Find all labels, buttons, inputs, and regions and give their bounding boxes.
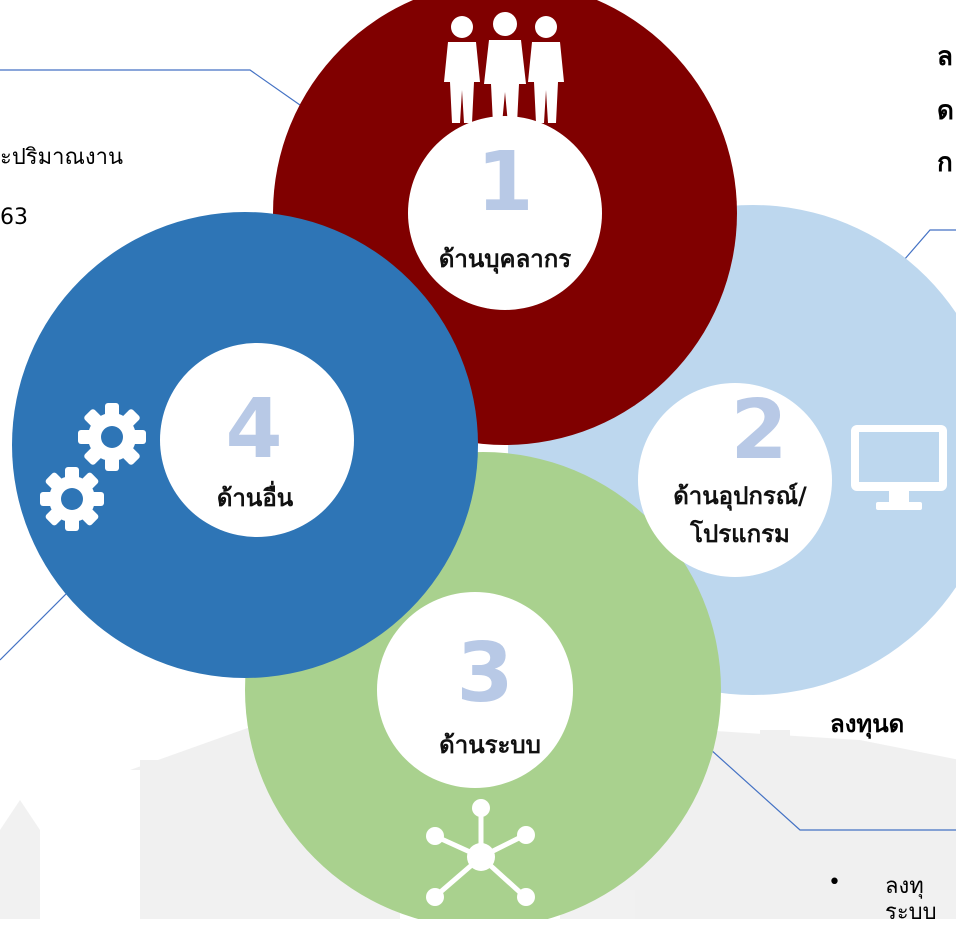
top-right-text-line2: ด (937, 96, 954, 126)
network-icon (426, 799, 535, 906)
segment-2-label-line2: โปรแกรม (690, 520, 790, 548)
segment-1-number: 1 (476, 135, 534, 230)
segment-3-number: 3 (456, 626, 514, 721)
top-right-text-line3: ก (937, 148, 953, 178)
people-icon (444, 12, 564, 124)
segment-2-number: 2 (730, 383, 788, 478)
right-heading: ลงทุนด (830, 710, 905, 738)
segment-2-label-line1: ด้านอุปกรณ์/ (673, 482, 807, 510)
segment-3-center (377, 592, 573, 788)
monitor-icon (851, 425, 947, 510)
top-left-text-line2: 63 (0, 205, 28, 230)
bullet-text-line1: ลงทุ (885, 874, 924, 899)
top-left-text-line1: ะปริมาณงาน (0, 145, 123, 170)
segment-2-center (638, 383, 832, 577)
bullet-dot: • (828, 870, 841, 895)
segment-1-label: ด้านบุคลากร (438, 245, 572, 273)
segment-1-center (408, 116, 602, 310)
connector-top-left (0, 69, 311, 113)
connector-bottom-right (699, 739, 956, 831)
segment-4-label: ด้านอื่น (216, 484, 294, 512)
top-right-text-line1: ล (937, 42, 953, 72)
segment-4-center (160, 343, 354, 537)
segment-4-number: 4 (225, 382, 283, 477)
gears-icon (40, 403, 146, 531)
segment-3-label: ด้านระบบ (439, 731, 541, 759)
bullet-text-line2: ระบบ (885, 900, 937, 925)
